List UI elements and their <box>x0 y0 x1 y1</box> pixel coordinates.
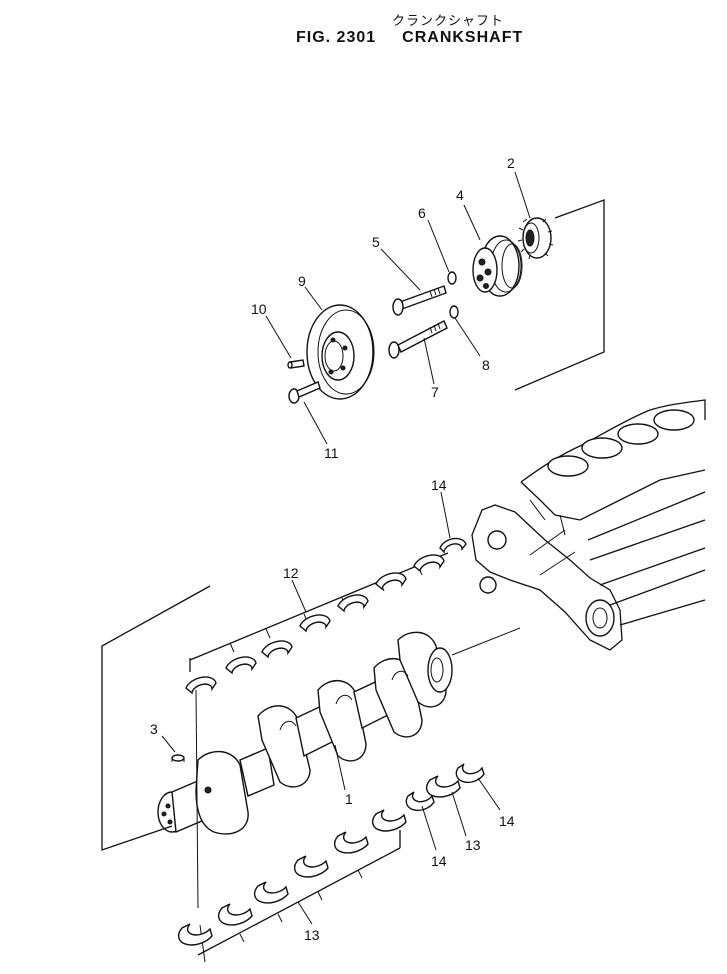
callout-11: 11 <box>324 445 339 461</box>
callout-6: 6 <box>418 205 426 221</box>
crankshaft-pulley <box>472 235 523 297</box>
leader-line-14-lower-left <box>421 805 437 851</box>
thrust-bearing-group <box>405 763 485 812</box>
dowel-pin <box>287 359 305 369</box>
leader-line-5 <box>380 248 421 291</box>
upper-group-bracket <box>514 199 605 391</box>
callout-5: 5 <box>372 234 380 250</box>
crankshaft-gear <box>517 217 554 260</box>
leader-line-13-right <box>451 791 467 837</box>
callout-2: 2 <box>507 155 515 171</box>
washer-upper <box>447 271 457 285</box>
lower-bearing-bracket-ticks <box>239 869 363 943</box>
figure-title-japanese: クランクシャフト <box>392 14 505 29</box>
upper-main-bearings <box>185 554 445 695</box>
pulley-bolt-lower <box>388 320 448 359</box>
leader-line-14-upper <box>440 491 451 539</box>
shaft-axis-line <box>451 627 521 656</box>
washer-lower <box>449 305 459 319</box>
leader-line-12 <box>291 579 307 613</box>
thrust-washer-upper <box>439 537 467 554</box>
leader-line-2 <box>514 171 531 219</box>
callout-7: 7 <box>431 384 439 400</box>
callout-14-upper: 14 <box>431 477 447 493</box>
callout-12: 12 <box>283 565 299 581</box>
leader-line-9 <box>304 286 323 311</box>
damper-bolt <box>288 381 321 404</box>
cylinder-block <box>471 399 706 651</box>
leader-line-13-lower <box>297 901 313 925</box>
lower-main-bearings <box>177 809 407 946</box>
bearing-guide-line-lower <box>199 924 206 963</box>
callout-14-lower-left: 14 <box>431 853 447 869</box>
callout-3: 3 <box>150 721 158 737</box>
leader-line-11 <box>303 401 328 445</box>
figure-name: CRANKSHAFT <box>402 29 524 46</box>
leader-line-8 <box>454 317 481 357</box>
callout-13-lower: 13 <box>304 927 320 943</box>
callout-10: 10 <box>251 301 267 317</box>
leader-line-3 <box>161 735 176 753</box>
callout-14-lower-right: 14 <box>499 813 515 829</box>
leader-line-14-lower-right <box>477 777 501 811</box>
bearing-guide-line <box>195 689 199 909</box>
leader-line-4 <box>463 204 481 241</box>
leader-line-10 <box>265 315 292 359</box>
pulley-bolt-upper <box>392 285 447 316</box>
lower-bearing-bracket <box>197 847 401 956</box>
crankshaft-group-bracket <box>101 585 211 851</box>
callout-13-right: 13 <box>465 837 481 853</box>
crankshaft-key <box>171 754 185 762</box>
leader-line-6 <box>427 219 450 273</box>
vibration-damper <box>306 304 375 400</box>
leader-line-7 <box>423 337 435 385</box>
callout-8: 8 <box>482 357 490 373</box>
callout-9: 9 <box>298 273 306 289</box>
figure-title: FIG. 2301 CRANKSHAFT <box>296 29 549 47</box>
leader-line-1 <box>334 744 346 791</box>
figure-number: FIG. 2301 <box>296 29 377 46</box>
upper-bearing-bracket <box>189 552 449 661</box>
callout-4: 4 <box>456 187 464 203</box>
crankshaft <box>157 631 453 835</box>
callout-1: 1 <box>345 791 353 807</box>
